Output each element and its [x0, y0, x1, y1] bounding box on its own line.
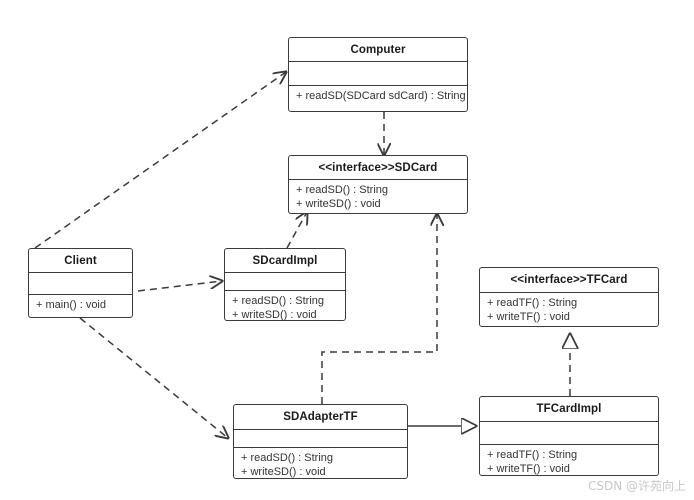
- class-methods-tfcard: + readTF() : String + writeTF() : void: [480, 293, 658, 326]
- class-methods-computer: + readSD(SDCard sdCard) : String: [289, 86, 467, 105]
- method-item: + readSD(SDCard sdCard) : String: [296, 90, 466, 102]
- class-box-sdcardimpl[interactable]: SDcardImpl + readSD() : String + writeSD…: [224, 248, 346, 321]
- class-title-sdadaptertf: SDAdapterTF: [234, 405, 407, 430]
- method-item: + readSD() : String: [296, 184, 389, 196]
- class-title-tfcard: <<interface>>TFCard: [480, 268, 658, 293]
- method-item: + writeSD() : void: [296, 198, 381, 210]
- class-box-sdcard[interactable]: <<interface>>SDCard + readSD() : String …: [288, 155, 468, 214]
- class-title-sdcard: <<interface>>SDCard: [289, 156, 467, 180]
- class-box-computer[interactable]: Computer + readSD(SDCard sdCard) : Strin…: [288, 37, 468, 112]
- class-methods-sdcardimpl: + readSD() : String + writeSD() : void: [225, 291, 345, 321]
- class-title-computer: Computer: [289, 38, 467, 62]
- method-item: + readSD() : String: [232, 295, 325, 307]
- edge-client-sdcardimpl: [137, 281, 222, 292]
- method-item: + readSD() : String: [241, 452, 334, 464]
- edge-client-computer: [34, 72, 286, 249]
- edge-sdcardimpl-sdcard: [286, 212, 307, 249]
- class-methods-sdcard: + readSD() : String + writeSD() : void: [289, 180, 467, 213]
- edge-client-sdadaptertf: [79, 317, 228, 438]
- method-item: + main() : void: [36, 299, 106, 311]
- method-item: + writeSD() : void: [241, 466, 326, 478]
- class-title-client: Client: [29, 249, 132, 273]
- class-box-tfcardimpl[interactable]: TFCardImpl + readTF() : String + writeTF…: [479, 396, 659, 476]
- class-box-sdadaptertf[interactable]: SDAdapterTF + readSD() : String + writeS…: [233, 404, 408, 479]
- class-attributes-client: [29, 273, 132, 295]
- method-item: + writeTF() : void: [487, 463, 570, 475]
- class-methods-tfcardimpl: + readTF() : String + writeTF() : void: [480, 445, 658, 475]
- class-box-client[interactable]: Client + main() : void: [28, 248, 133, 318]
- class-methods-client: + main() : void: [29, 295, 132, 314]
- method-item: + readTF() : String: [487, 297, 578, 309]
- method-item: + writeTF() : void: [487, 311, 570, 323]
- class-attributes-sdadaptertf: [234, 430, 407, 448]
- class-box-tfcard[interactable]: <<interface>>TFCard + readTF() : String …: [479, 267, 659, 327]
- class-attributes-computer: [289, 62, 467, 86]
- class-attributes-tfcardimpl: [480, 422, 658, 445]
- class-title-sdcardimpl: SDcardImpl: [225, 249, 345, 273]
- class-title-tfcardimpl: TFCardImpl: [480, 397, 658, 422]
- method-item: + readTF() : String: [487, 449, 578, 461]
- class-attributes-sdcardimpl: [225, 273, 345, 291]
- watermark: CSDN @许苑向上: [587, 479, 686, 493]
- class-methods-sdadaptertf: + readSD() : String + writeSD() : void: [234, 448, 407, 478]
- method-item: + writeSD() : void: [232, 309, 317, 321]
